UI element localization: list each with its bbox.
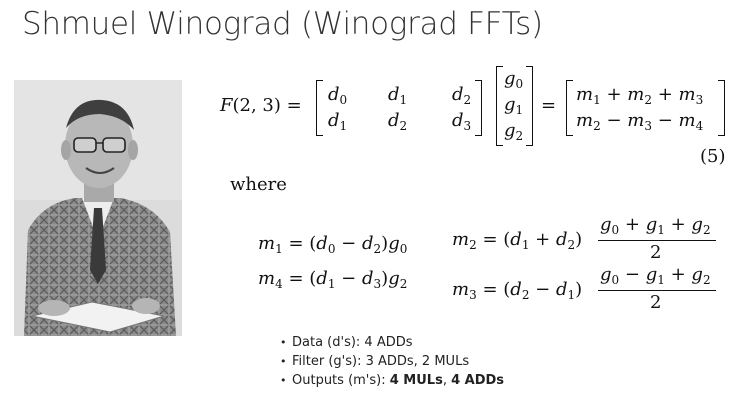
bullet-filter: •Filter (g's): 3 ADDs, 2 MULs [280,354,470,369]
bullet-dot-icon: • [280,374,287,387]
bullet-dot-icon: • [280,336,287,349]
cost-bullet-list: •Data (d's): 4 ADDs •Filter (g's): 3 ADD… [280,333,504,390]
slide-title: Shmuel Winograd (Winograd FFTs) [22,6,543,42]
bullet-outputs: •Outputs (m's): 4 MULs, 4 ADDs [280,373,505,388]
bullet-dot-icon: • [280,355,287,368]
where-label: where [230,174,287,195]
portrait-photo [14,80,182,336]
equation-number: (5) [700,146,726,167]
bullet-data: •Data (d's): 4 ADDs [280,335,413,350]
